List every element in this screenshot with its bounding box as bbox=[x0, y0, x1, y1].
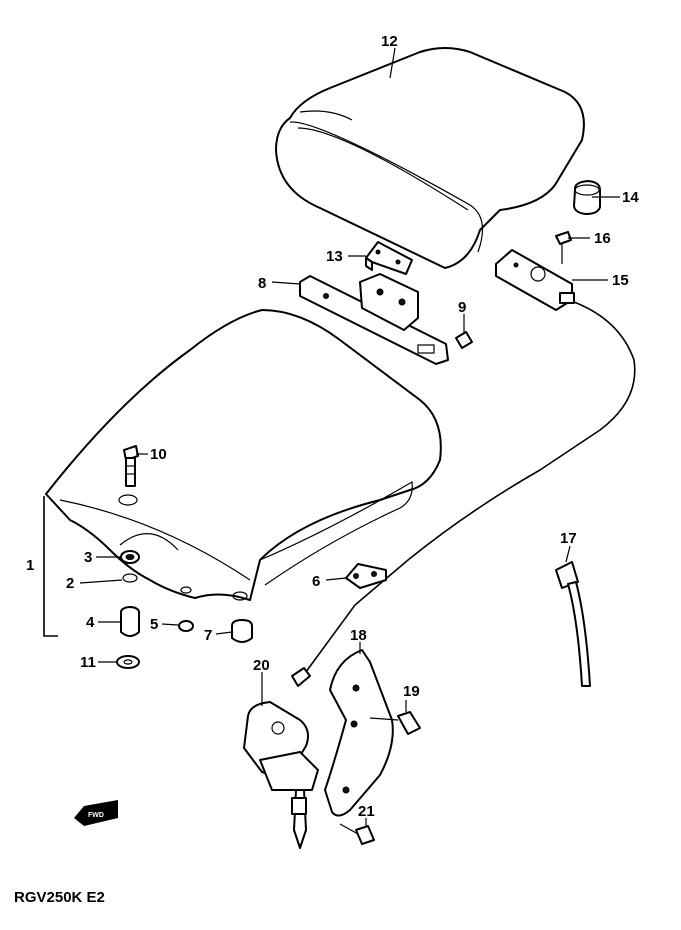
seat-lock-20-part bbox=[243, 701, 319, 849]
model-code: RGV250K E2 bbox=[14, 889, 105, 906]
callout-5: 5 bbox=[150, 616, 158, 633]
seat-pad-part bbox=[275, 47, 585, 269]
callout-15: 15 bbox=[612, 272, 629, 289]
bolt-10-part bbox=[123, 445, 139, 487]
callout-9: 9 bbox=[458, 299, 466, 316]
clamp-6-part bbox=[345, 563, 387, 589]
callout-labels: 1 2 3 4 5 6 7 8 9 10 11 12 13 14 15 16 1… bbox=[26, 33, 639, 820]
bolt-16-part bbox=[555, 231, 572, 264]
callout-6: 6 bbox=[312, 573, 320, 590]
screw-21-part bbox=[339, 823, 375, 845]
forward-direction-badge: FWD bbox=[74, 800, 118, 826]
collar-4-part bbox=[120, 606, 140, 637]
lock-bracket-part bbox=[495, 249, 575, 311]
callout-13: 13 bbox=[326, 248, 343, 265]
stay-plate-part bbox=[299, 273, 449, 365]
leader-lines bbox=[79, 47, 620, 826]
callout-10: 10 bbox=[150, 446, 167, 463]
screw-19-part bbox=[369, 711, 421, 735]
cap-part bbox=[573, 180, 601, 215]
bolt-9-part bbox=[455, 316, 473, 349]
callout-2: 2 bbox=[66, 575, 74, 592]
callout-8: 8 bbox=[258, 275, 266, 292]
callout-21: 21 bbox=[358, 803, 375, 820]
cushion-7-part bbox=[231, 619, 253, 643]
washer-11-part bbox=[116, 655, 140, 669]
callout-18: 18 bbox=[350, 627, 367, 644]
callout-17: 17 bbox=[560, 530, 577, 547]
callout-14: 14 bbox=[622, 189, 639, 206]
nut-2-part bbox=[122, 573, 138, 583]
grommet-3-part bbox=[120, 550, 140, 564]
callout-4: 4 bbox=[86, 614, 95, 631]
callout-7: 7 bbox=[204, 627, 212, 644]
seat-lock-cable bbox=[299, 301, 636, 681]
nut-5-part bbox=[178, 620, 194, 632]
callout-20: 20 bbox=[253, 657, 270, 674]
bracket-small-part bbox=[365, 241, 413, 275]
callout-12: 12 bbox=[381, 33, 398, 50]
callout-19: 19 bbox=[403, 683, 420, 700]
strap-17-part bbox=[555, 561, 591, 687]
callout-1: 1 bbox=[26, 557, 34, 574]
callout-bracket-1 bbox=[43, 496, 58, 637]
forward-badge-text: FWD bbox=[88, 812, 104, 819]
callout-3: 3 bbox=[84, 549, 92, 566]
cable-end bbox=[291, 667, 311, 687]
callout-16: 16 bbox=[594, 230, 611, 247]
callout-11: 11 bbox=[80, 654, 96, 671]
plate-18-part bbox=[324, 649, 394, 817]
seat-cowl-part bbox=[45, 309, 442, 601]
